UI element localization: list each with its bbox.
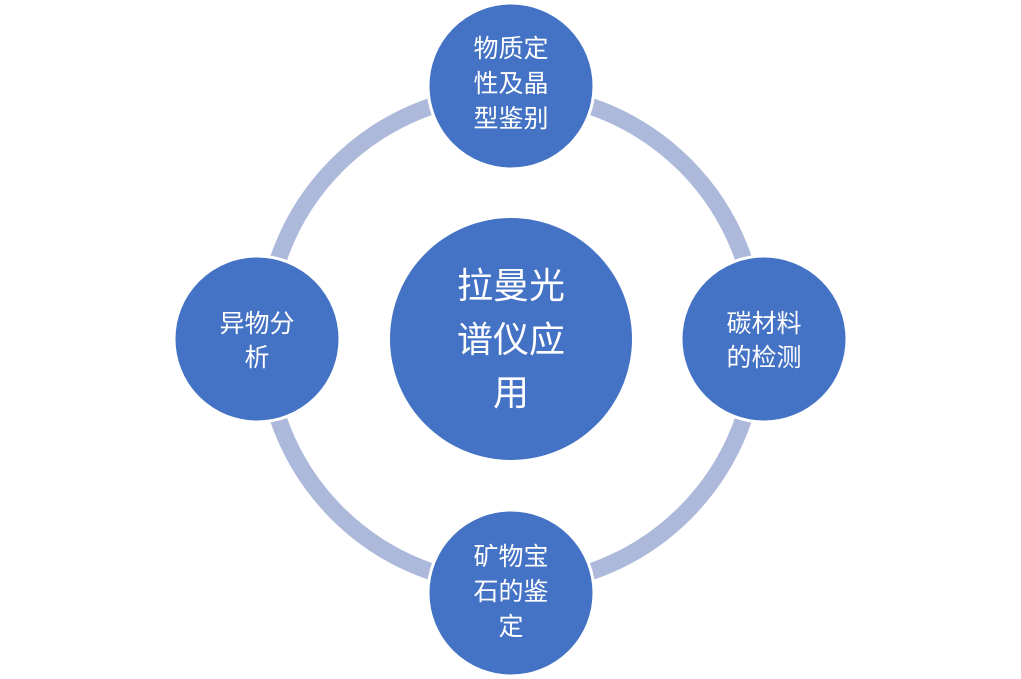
node-top-line-3: 型鉴别 (473, 104, 548, 133)
center-node-circle (390, 218, 632, 460)
node-left: 异物分 析 (172, 254, 342, 424)
node-left-line-2: 析 (244, 343, 269, 372)
node-bottom: 矿物宝 石的鉴 定 (426, 508, 596, 678)
node-bottom-line-3: 定 (498, 612, 523, 641)
node-bottom-circle (426, 508, 596, 678)
node-bottom-line-1: 矿物宝 (473, 542, 548, 571)
center-line-1: 拉曼光 (457, 266, 565, 307)
center-line-2: 谱仪应 (457, 320, 565, 361)
node-right-circle (679, 254, 849, 424)
node-top-circle (426, 1, 596, 171)
center-node: 拉曼光 谱仪应 用 (390, 218, 632, 460)
node-top-line-1: 物质定 (473, 34, 548, 63)
node-top-line-2: 性及晶 (473, 69, 548, 98)
node-top: 物质定 性及晶 型鉴别 (426, 1, 596, 171)
center-line-3: 用 (493, 373, 529, 414)
node-left-line-1: 异物分 (219, 309, 294, 338)
node-bottom-line-2: 石的鉴 (473, 577, 548, 606)
node-left-circle (172, 254, 342, 424)
node-right-line-2: 的检测 (726, 343, 801, 372)
node-right: 碳材料 的检测 (679, 254, 849, 424)
node-right-line-1: 碳材料 (726, 309, 801, 338)
